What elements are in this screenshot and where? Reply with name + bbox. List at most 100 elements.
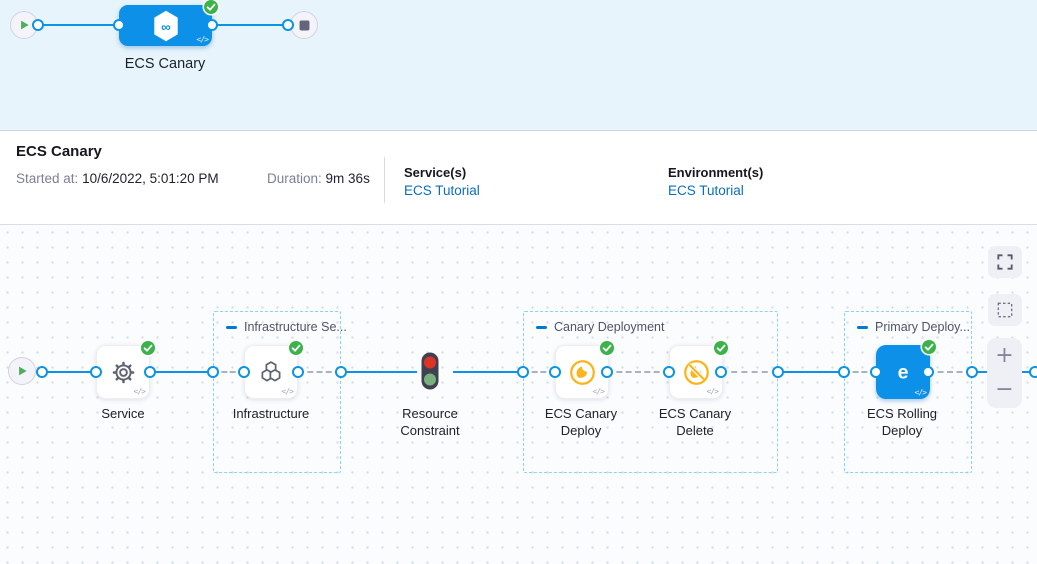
edge-line — [42, 371, 96, 373]
edge-connector — [144, 366, 156, 378]
edge-dashed-line — [213, 371, 244, 373]
pipeline-end-node[interactable] — [290, 11, 318, 39]
edge-connector — [292, 366, 304, 378]
step-label-infrastructure: Infrastructure — [232, 406, 310, 421]
group-header-primary-deployment[interactable]: Primary Deploy... — [857, 320, 970, 334]
summary-divider — [384, 157, 385, 203]
edge-connector — [282, 19, 294, 31]
play-icon — [21, 20, 29, 30]
zoom-out-button[interactable]: − — [995, 377, 1014, 402]
edge-dashed-line — [298, 371, 341, 373]
code-icon: </> — [914, 388, 927, 397]
success-check-icon — [287, 339, 305, 357]
duration: Duration: 9m 36s — [267, 171, 370, 186]
zoom-controls: + − — [987, 338, 1022, 408]
step-label-ecs-canary-deploy: ECS Canary Deploy — [544, 406, 618, 438]
graph-start-node[interactable] — [8, 357, 36, 385]
stage-node-ecs-canary[interactable]: ∞ </> — [119, 0, 220, 46]
gear-icon — [112, 361, 134, 383]
started-at: Started at: 10/6/2022, 5:01:20 PM — [16, 171, 219, 186]
collapse-dash-icon — [226, 325, 237, 329]
environments-link[interactable]: ECS Tutorial — [668, 183, 744, 198]
play-icon — [19, 366, 27, 376]
edge-connector — [601, 366, 613, 378]
ecs-rolling-icon: e — [898, 362, 909, 384]
edge-dashed-line — [844, 371, 876, 373]
group-header-infrastructure[interactable]: Infrastructure Se... — [226, 320, 347, 334]
step-node-service[interactable]: </> — [96, 339, 157, 399]
success-check-icon — [139, 339, 157, 357]
stage-minimap-banner: ∞ </> ECS Canary — [0, 0, 1037, 131]
group-label: Canary Deployment — [554, 320, 665, 334]
edge-connector — [549, 366, 561, 378]
fullscreen-button[interactable] — [988, 246, 1022, 278]
step-node-resource-constraint[interactable] — [421, 352, 439, 395]
edge-connector — [870, 366, 882, 378]
services-link[interactable]: ECS Tutorial — [404, 183, 480, 198]
fullscreen-icon — [997, 254, 1013, 270]
group-header-canary-deployment[interactable]: Canary Deployment — [536, 320, 664, 334]
stop-square-icon — [299, 20, 309, 30]
step-node-infrastructure[interactable]: </> — [244, 339, 305, 399]
collapse-dash-icon — [536, 325, 547, 329]
infrastructure-hexagons-icon — [261, 361, 281, 382]
step-label-resource-constraint: Resource Constraint — [400, 406, 460, 438]
started-at-label: Started at: — [16, 171, 79, 186]
edge-connector — [663, 366, 675, 378]
edge-connector — [966, 366, 978, 378]
edge-connector — [36, 366, 48, 378]
edge-dashed-line — [607, 371, 669, 373]
edge-dashed-line — [523, 371, 555, 373]
duration-label: Duration: — [267, 171, 322, 186]
duration-value: 9m 36s — [325, 171, 370, 186]
step-node-ecs-canary-deploy[interactable]: </> — [555, 339, 616, 399]
rolling-glyph: e — [898, 362, 909, 384]
code-icon: </> — [592, 387, 605, 396]
edge-line — [778, 371, 844, 373]
zoom-in-button[interactable]: + — [995, 343, 1014, 368]
code-icon: </> — [281, 387, 294, 396]
stage-label: ECS Canary — [124, 56, 206, 72]
step-group-canary-deployment: Canary Deployment — [523, 311, 778, 473]
execution-summary-bar: ECS Canary Started at: 10/6/2022, 5:01:2… — [0, 131, 1037, 225]
group-label: Primary Deploy... — [875, 320, 970, 334]
step-label-ecs-rolling-deploy: ECS Rolling Deploy — [866, 406, 938, 438]
step-node-ecs-canary-delete[interactable]: </> — [669, 339, 730, 399]
edge-connector — [517, 366, 529, 378]
success-check-icon — [712, 339, 730, 357]
execution-graph-canvas[interactable]: Infrastructure Se... Canary Deployment P… — [0, 225, 1037, 564]
harness-cd-hexagon-icon: ∞ — [153, 10, 178, 41]
edge-line — [341, 371, 417, 373]
edge-dashed-line — [928, 371, 972, 373]
collapse-dash-icon — [857, 325, 868, 329]
step-label-service: Service — [101, 406, 145, 421]
edge-line — [453, 371, 523, 373]
edge-connector — [207, 366, 219, 378]
environments-label: Environment(s) — [668, 165, 764, 180]
marquee-select-button[interactable] — [988, 294, 1022, 326]
edge-connector — [922, 366, 934, 378]
code-icon: </> — [196, 35, 209, 44]
canary-deploy-icon — [569, 359, 595, 385]
pipeline-title: ECS Canary — [16, 143, 102, 160]
step-group-infrastructure: Infrastructure Se... — [213, 311, 347, 473]
group-label: Infrastructure Se... — [244, 320, 347, 334]
infinity-glyph: ∞ — [161, 19, 171, 34]
edge-connector — [838, 366, 850, 378]
success-check-icon — [598, 339, 616, 357]
minimap-edge-line — [212, 24, 288, 26]
step-node-ecs-rolling-deploy[interactable]: e </> — [876, 338, 938, 399]
edge-connector — [238, 366, 250, 378]
code-icon: </> — [706, 387, 719, 396]
success-check-icon — [202, 0, 220, 16]
step-group-primary-deployment: Primary Deploy... — [844, 311, 972, 473]
edge-line — [150, 371, 213, 373]
edge-connector — [1029, 366, 1037, 378]
edge-dashed-line — [721, 371, 778, 373]
success-check-icon — [920, 338, 938, 356]
edge-connector — [90, 366, 102, 378]
started-at-value: 10/6/2022, 5:01:20 PM — [82, 171, 219, 186]
services-label: Service(s) — [404, 165, 467, 180]
edge-connector — [113, 19, 125, 31]
minimap-edge-line — [38, 24, 119, 26]
